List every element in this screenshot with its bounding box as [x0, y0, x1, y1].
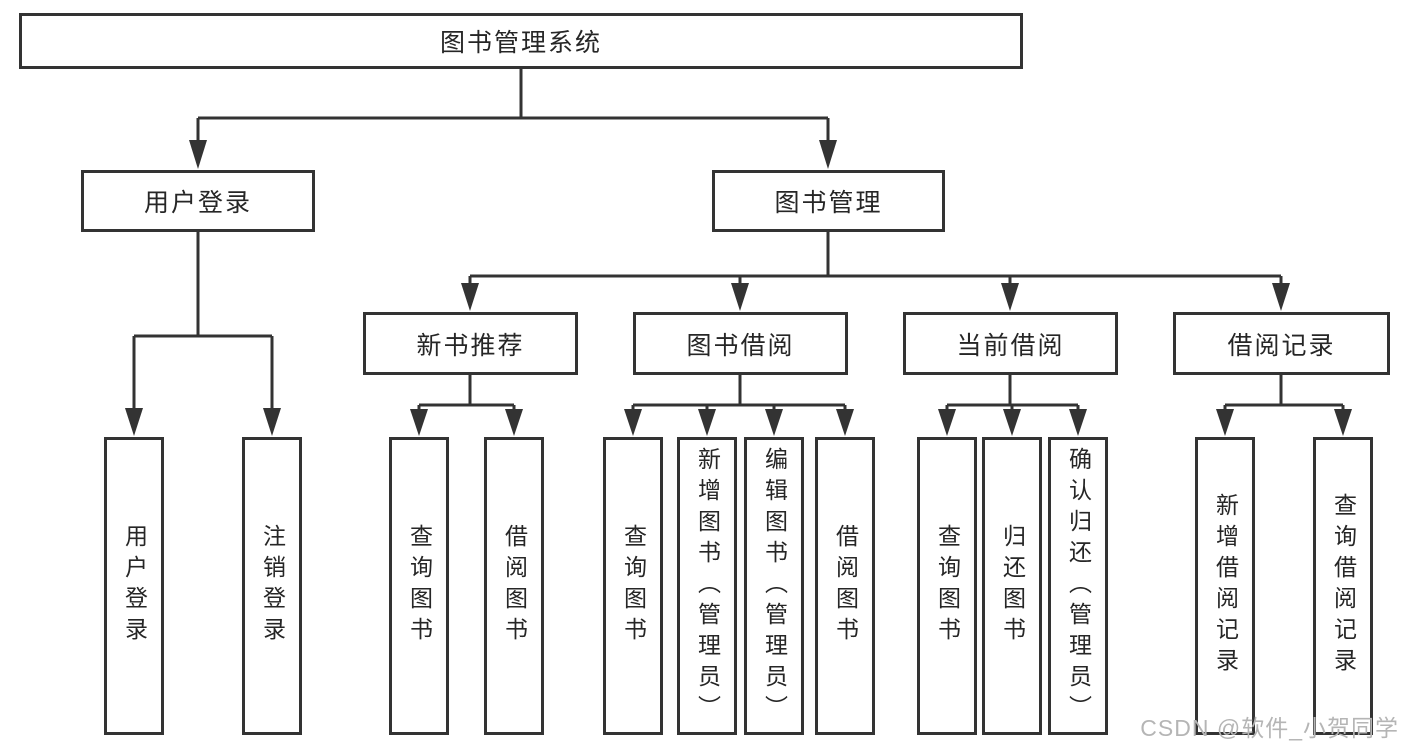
leaf-borrow-query: 查询图书 — [603, 437, 663, 735]
node-label: 借阅记录 — [1227, 331, 1336, 360]
arrowhead-bw-query — [624, 409, 642, 436]
leaf-current-return: 归还图书 — [982, 437, 1042, 735]
leaf-label: 新增借阅记录 — [1212, 493, 1239, 679]
connector-current-children — [945, 375, 1080, 412]
leaf-borrow-borrow: 借阅图书 — [815, 437, 875, 735]
arrowhead-leaf-logout — [263, 408, 281, 436]
leaf-label: 归还图书 — [999, 524, 1026, 648]
arrowhead-current — [1001, 283, 1019, 311]
leaf-records-query: 查询借阅记录 — [1313, 437, 1373, 735]
node-label: 用户登录 — [143, 189, 252, 217]
arrowhead-bw-add — [698, 409, 716, 436]
node-label: 图书管理 — [774, 189, 883, 217]
leaf-label: 查询图书 — [406, 524, 433, 648]
node-label: 当前借阅 — [956, 331, 1065, 360]
leaf-current-confirm-admin: 确认归还（管理员） — [1048, 437, 1108, 735]
leaf-newbook-query: 查询图书 — [389, 437, 449, 735]
leaf-label: 借阅图书 — [501, 524, 528, 648]
node-current-borrow: 当前借阅 — [903, 312, 1118, 375]
node-new-book-recommend: 新书推荐 — [363, 312, 578, 375]
leaf-label: 查询借阅记录 — [1330, 493, 1357, 679]
connector-root-to-level2 — [196, 68, 830, 142]
arrowhead-borrow — [731, 283, 749, 311]
arrowhead-nb-borrow — [505, 409, 523, 436]
arrowhead-rc-query — [1334, 409, 1352, 436]
connector-user-login-children — [132, 232, 274, 410]
leaf-label: 借阅图书 — [832, 524, 859, 648]
node-borrow-records: 借阅记录 — [1173, 312, 1390, 375]
connector-borrow-children — [631, 375, 847, 412]
leaf-label: 查询图书 — [934, 524, 961, 648]
arrowhead-book-management — [819, 140, 837, 169]
arrowhead-new-book — [461, 283, 479, 311]
connector-book-management-children — [468, 232, 1283, 286]
node-label: 新书推荐 — [416, 331, 525, 360]
arrowhead-cu-confirm — [1069, 409, 1087, 436]
arrowhead-nb-query — [410, 409, 428, 436]
arrowhead-cu-query — [938, 409, 956, 436]
node-book-borrow: 图书借阅 — [633, 312, 848, 375]
arrowhead-bw-edit — [765, 409, 783, 436]
leaf-label: 注销登录 — [259, 524, 286, 648]
node-root-library-system: 图书管理系统 — [19, 13, 1023, 69]
leaf-logout: 注销登录 — [242, 437, 302, 735]
node-user-login: 用户登录 — [81, 170, 315, 232]
arrowhead-bw-borrow — [836, 409, 854, 436]
arrowhead-rc-add — [1216, 409, 1234, 436]
arrowhead-records — [1272, 283, 1290, 311]
leaf-borrow-add-admin: 新增图书（管理员） — [677, 437, 737, 735]
leaf-label: 新增图书（管理员） — [694, 446, 721, 726]
connector-records-children — [1223, 375, 1345, 412]
leaf-label: 确认归还（管理员） — [1065, 446, 1092, 726]
node-label: 图书借阅 — [686, 331, 795, 360]
connector-new-book-children — [417, 375, 516, 412]
leaf-user-login: 用户登录 — [104, 437, 164, 735]
leaf-borrow-edit-admin: 编辑图书（管理员） — [744, 437, 804, 735]
csdn-watermark: CSDN @软件_小贺同学 — [1140, 715, 1399, 741]
arrowhead-user-login — [189, 140, 207, 169]
leaf-newbook-borrow: 借阅图书 — [484, 437, 544, 735]
node-label: 图书管理系统 — [439, 29, 602, 57]
arrowhead-leaf-login — [125, 408, 143, 436]
leaf-label: 查询图书 — [620, 524, 647, 648]
leaf-records-add: 新增借阅记录 — [1195, 437, 1255, 735]
arrowhead-cu-return — [1003, 409, 1021, 436]
leaf-current-query: 查询图书 — [917, 437, 977, 735]
leaf-label: 编辑图书（管理员） — [761, 446, 788, 726]
node-book-management: 图书管理 — [712, 170, 945, 232]
leaf-label: 用户登录 — [121, 524, 148, 648]
